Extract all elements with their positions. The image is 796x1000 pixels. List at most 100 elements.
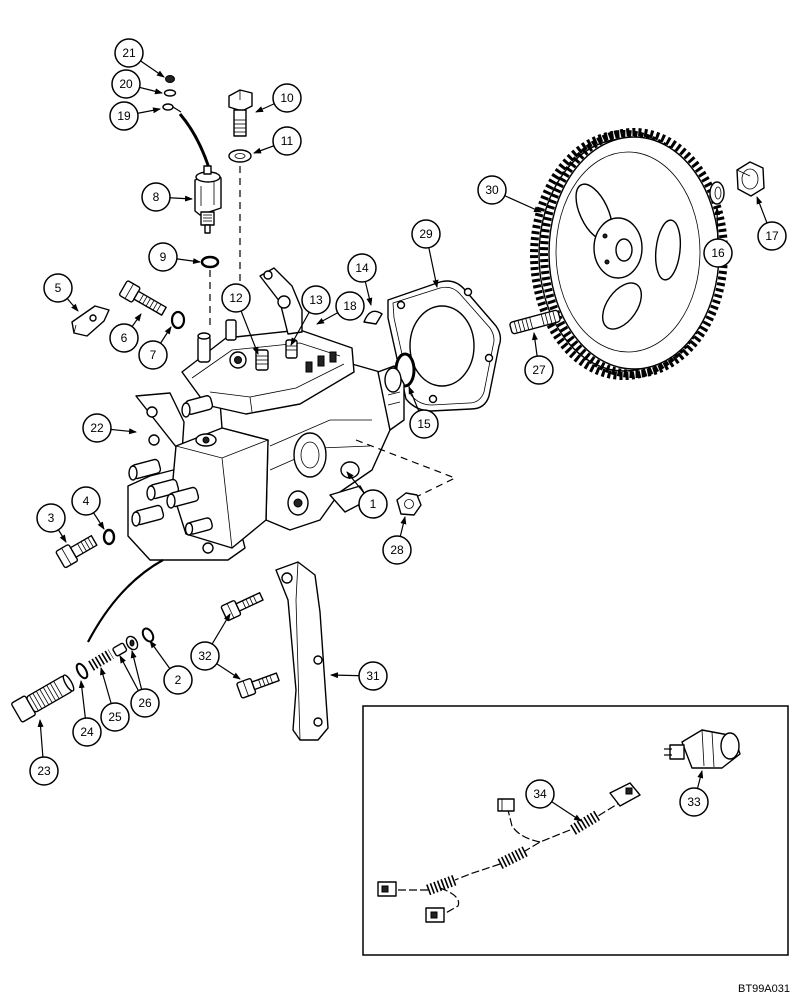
terminal-19 <box>162 103 182 113</box>
callout-label: 2 <box>175 673 182 687</box>
callout-21: 21 <box>114 38 165 78</box>
callout-25: 25 <box>100 667 130 732</box>
callout-label: 27 <box>532 363 546 377</box>
callout-2: 2 <box>149 640 193 695</box>
callout-label: 14 <box>355 261 369 275</box>
sealing-washer-11 <box>228 149 252 163</box>
callout-label: 13 <box>309 293 323 307</box>
callout-24: 24 <box>72 680 102 747</box>
washer-24 <box>75 662 89 680</box>
callout-3: 3 <box>36 503 67 543</box>
callout-31: 31 <box>330 661 388 691</box>
callout-label: 9 <box>160 250 167 264</box>
callout-26: 26 <box>119 650 160 718</box>
callout-17: 17 <box>756 196 787 251</box>
callout-label: 6 <box>121 331 128 345</box>
callout-label: 32 <box>198 649 212 663</box>
fuel-shutoff-solenoid-8 <box>194 165 222 234</box>
callout-label: 8 <box>153 190 160 204</box>
callout-label: 15 <box>417 417 431 431</box>
callout-label: 33 <box>687 795 701 809</box>
figure-code: BT99A031 <box>738 983 790 995</box>
o-ring-7 <box>170 310 186 330</box>
callout-label: 18 <box>343 299 357 313</box>
inset-frame <box>362 705 789 956</box>
callout-label: 19 <box>117 109 131 123</box>
callout-label: 22 <box>90 421 104 435</box>
woodruff-key-14 <box>363 310 383 325</box>
callout-30: 30 <box>477 175 542 213</box>
washer-16 <box>709 181 725 205</box>
support-bracket-31 <box>275 561 329 741</box>
callout-label: 30 <box>485 183 499 197</box>
fitting-12 <box>255 349 269 371</box>
callout-label: 17 <box>765 229 779 243</box>
callout-11: 11 <box>253 126 302 156</box>
location-line <box>87 559 164 643</box>
callout-29: 29 <box>411 219 441 288</box>
callout-label: 16 <box>711 246 725 260</box>
callout-27: 27 <box>524 332 554 385</box>
callout-label: 24 <box>80 725 94 739</box>
plug-3 <box>55 534 98 569</box>
wiring-harness-34 <box>377 782 641 923</box>
callout-13: 13 <box>290 285 331 346</box>
callout-19: 19 <box>109 101 161 131</box>
callout-28: 28 <box>382 516 412 565</box>
banjo-bolt-10 <box>228 89 253 137</box>
callout-label: 7 <box>150 348 157 362</box>
callout-label: 11 <box>281 134 294 148</box>
washer-4 <box>102 528 116 546</box>
stud-27 <box>509 309 561 335</box>
callout-23: 23 <box>29 719 59 786</box>
drive-gear <box>530 128 728 380</box>
nut-21 <box>165 75 175 83</box>
adapter-23 <box>11 674 75 723</box>
seat-26 <box>112 635 139 657</box>
callout-label: 25 <box>108 710 122 724</box>
callout-label: 20 <box>119 77 133 91</box>
callout-label: 3 <box>48 511 55 525</box>
callout-label: 29 <box>419 227 433 241</box>
callout-label: 5 <box>55 281 62 295</box>
callout-16: 16 <box>703 207 733 268</box>
injection-pump-1 <box>127 267 405 561</box>
callout-label: 28 <box>390 543 404 557</box>
lever-plate-5 <box>71 305 110 337</box>
callout-label: 23 <box>37 764 51 778</box>
callout-9: 9 <box>148 242 201 272</box>
ring-2 <box>141 627 155 643</box>
washer-20 <box>163 89 177 97</box>
callout-label: 21 <box>122 46 136 60</box>
callout-label: 12 <box>229 291 243 305</box>
callout-label: 4 <box>83 494 90 508</box>
gasket-29 <box>387 280 502 412</box>
callout-22: 22 <box>82 413 137 443</box>
nut-28 <box>396 492 422 516</box>
callout-4: 4 <box>71 486 105 530</box>
callout-label: 26 <box>138 696 152 710</box>
outlet-fittings <box>128 458 213 536</box>
bolt-32-upper <box>220 592 264 622</box>
alignment-line <box>355 439 457 499</box>
callout-5: 5 <box>43 273 79 312</box>
o-ring-9 <box>200 255 220 269</box>
callout-8: 8 <box>141 182 193 212</box>
callout-15: 15 <box>408 386 439 439</box>
spring-25 <box>88 649 114 671</box>
callout-6: 6 <box>109 313 142 353</box>
callout-1: 1 <box>346 471 388 519</box>
callout-label: 31 <box>366 669 380 683</box>
callout-label: 34 <box>533 787 547 801</box>
adjusting-screw-6 <box>119 280 167 316</box>
nut-17 <box>736 161 765 197</box>
callout-32: 32 <box>190 613 241 680</box>
fitting-13 <box>285 339 298 359</box>
callout-20: 20 <box>111 69 163 99</box>
sensor-33 <box>664 729 741 769</box>
callout-18: 18 <box>316 291 365 325</box>
callout-34: 34 <box>525 779 582 822</box>
callout-12: 12 <box>221 283 259 355</box>
callout-label: 1 <box>370 497 377 511</box>
